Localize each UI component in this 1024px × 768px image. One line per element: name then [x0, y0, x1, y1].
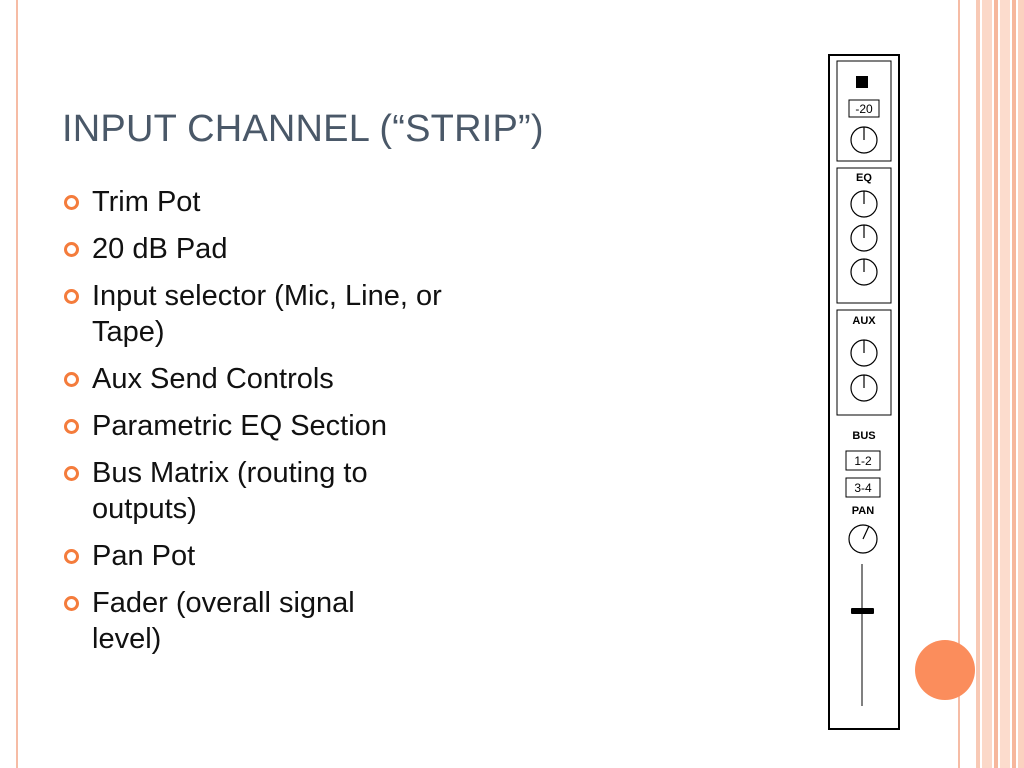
bullet-list: Trim Pot 20 dB Pad Input selector (Mic, …: [62, 184, 502, 668]
bus-button-1-2: [845, 450, 881, 471]
aux-label: AUX: [852, 315, 876, 327]
bullet-circle-icon: [64, 596, 79, 611]
list-item: Fader (overall signal level): [62, 585, 502, 657]
list-item-text: Pan Pot: [92, 540, 196, 572]
channel-strip-diagram: -20 EQ AUX BUS: [828, 54, 900, 730]
pad-switch-icon: [856, 76, 868, 88]
list-item: Input selector (Mic, Line, or Tape): [62, 278, 502, 350]
bullet-circle-icon: [64, 372, 79, 387]
list-item-text: 20 dB Pad: [92, 233, 228, 265]
frame-line-inner-right: [958, 0, 960, 768]
aux-knob-icon: [850, 339, 878, 367]
list-item-text: Bus Matrix (routing to outputs): [92, 457, 368, 525]
pad-label: -20: [855, 102, 873, 116]
decorative-circle: [915, 640, 975, 700]
decorative-stripes: [976, 0, 1024, 768]
list-item: Bus Matrix (routing to outputs): [62, 455, 502, 527]
list-item-text: Fader (overall signal level): [92, 587, 355, 655]
bus-label: BUS: [852, 430, 875, 442]
list-item-text: Input selector (Mic, Line, or Tape): [92, 280, 442, 348]
list-item: Pan Pot: [62, 538, 502, 574]
list-item: Parametric EQ Section: [62, 408, 502, 444]
bullet-circle-icon: [64, 289, 79, 304]
list-item-text: Parametric EQ Section: [92, 410, 387, 442]
bus-button-3-4: [845, 477, 881, 498]
pan-label: PAN: [852, 505, 874, 517]
bus-button-label: 3-4: [854, 481, 872, 495]
list-item-text: Aux Send Controls: [92, 363, 334, 395]
list-item-text: Trim Pot: [92, 186, 201, 218]
list-item: Aux Send Controls: [62, 361, 502, 397]
fader-icon: [851, 564, 874, 706]
eq-label: EQ: [856, 172, 872, 184]
bullet-circle-icon: [64, 549, 79, 564]
pan-knob-icon: [848, 524, 878, 554]
eq-knob-icon: [850, 190, 878, 218]
bullet-circle-icon: [64, 466, 79, 481]
list-item: 20 dB Pad: [62, 231, 502, 267]
bullet-circle-icon: [64, 242, 79, 257]
bus-button-label: 1-2: [854, 454, 872, 468]
list-item: Trim Pot: [62, 184, 502, 220]
bullet-circle-icon: [64, 195, 79, 210]
eq-knob-icon: [850, 224, 878, 252]
trim-knob-icon: [850, 126, 878, 154]
frame-line-left: [16, 0, 18, 768]
eq-knob-icon: [850, 258, 878, 286]
slide-title: INPUT CHANNEL (“STRIP”): [62, 108, 544, 150]
fader-cap: [851, 608, 874, 614]
aux-knob-icon: [850, 374, 878, 402]
pad-button: [848, 99, 880, 118]
bullet-circle-icon: [64, 419, 79, 434]
